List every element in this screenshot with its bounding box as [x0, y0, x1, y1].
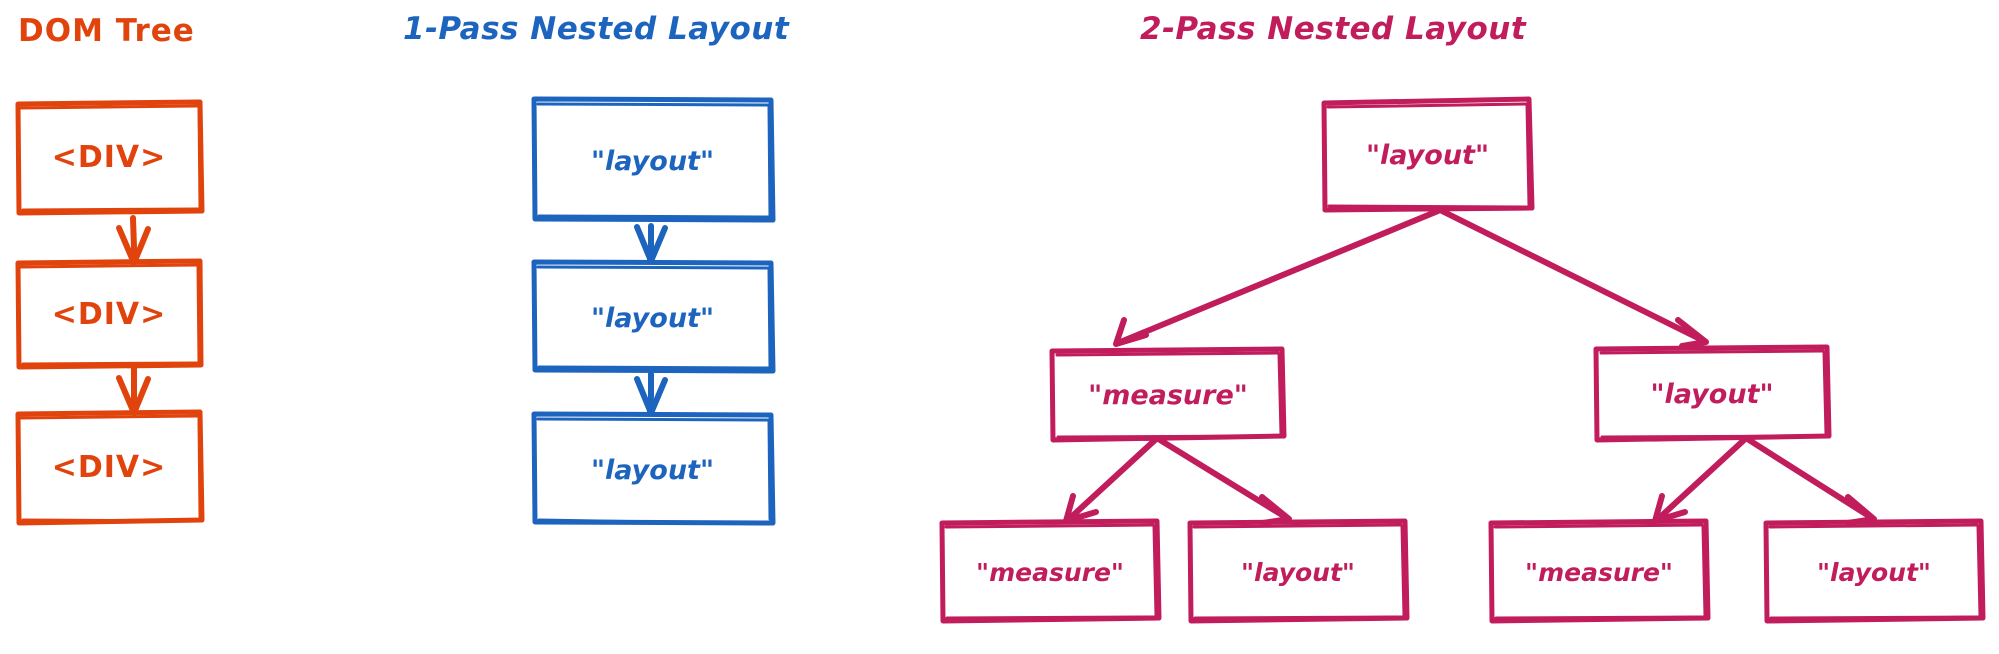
dom-node-div-2[interactable]: <DIV>	[14, 258, 204, 370]
edge-two-root-to-two-l1	[1113, 208, 1441, 347]
two-pass-node-measure-rl2[interactable]: "measure"	[1487, 518, 1711, 624]
node-label: "layout"	[590, 454, 715, 486]
edge-two-r1-to-two-rr2	[1746, 437, 1877, 526]
node-label: <DIV>	[51, 297, 167, 332]
node-label: "layout"	[590, 302, 715, 334]
node-label: <DIV>	[51, 450, 167, 485]
edge-two-r1-to-two-rl2	[1652, 437, 1747, 524]
edge-two-l1-to-two-ll2	[1063, 437, 1158, 524]
two-pass-node-layout-root[interactable]: "layout"	[1320, 95, 1535, 213]
node-label: "layout"	[1650, 378, 1774, 410]
dom-node-div-3[interactable]: <DIV>	[14, 408, 205, 526]
column-title-dom-tree: DOM Tree	[18, 13, 195, 49]
node-label: "layout"	[1241, 557, 1355, 587]
edge-two-root-to-two-r1	[1439, 208, 1709, 349]
one-pass-node-layout-2[interactable]: "layout"	[530, 258, 776, 376]
node-label: "measure"	[976, 557, 1124, 587]
column-title-2-pass-nested-layout: 2-Pass Nested Layout	[1140, 11, 1527, 47]
dom-node-div-1[interactable]: <DIV>	[14, 98, 205, 216]
node-label: "layout"	[590, 145, 715, 177]
column-title-1-pass-nested-layout: 1-Pass Nested Layout	[403, 11, 790, 47]
edge-one-2-to-one-3	[634, 371, 668, 416]
node-label: "layout"	[1817, 557, 1931, 587]
two-pass-node-layout-rr2[interactable]: "layout"	[1762, 518, 1986, 624]
two-pass-node-measure-l1[interactable]: "measure"	[1048, 345, 1288, 443]
edge-one-1-to-one-2	[634, 223, 668, 264]
two-pass-node-layout-r1[interactable]: "layout"	[1592, 343, 1832, 443]
two-pass-node-layout-lr2[interactable]: "layout"	[1186, 518, 1410, 624]
node-label: "layout"	[1365, 139, 1490, 171]
node-label: "measure"	[1525, 557, 1673, 587]
node-label: <DIV>	[51, 140, 167, 175]
one-pass-node-layout-1[interactable]: "layout"	[530, 95, 776, 225]
node-label: "measure"	[1088, 379, 1248, 411]
two-pass-node-measure-ll2[interactable]: "measure"	[938, 518, 1162, 624]
edge-two-l1-to-two-lr2	[1157, 437, 1292, 526]
edge-dom-2-to-dom-3	[116, 365, 151, 416]
edge-dom-1-to-dom-2	[116, 215, 151, 266]
one-pass-node-layout-3[interactable]: "layout"	[530, 410, 776, 528]
